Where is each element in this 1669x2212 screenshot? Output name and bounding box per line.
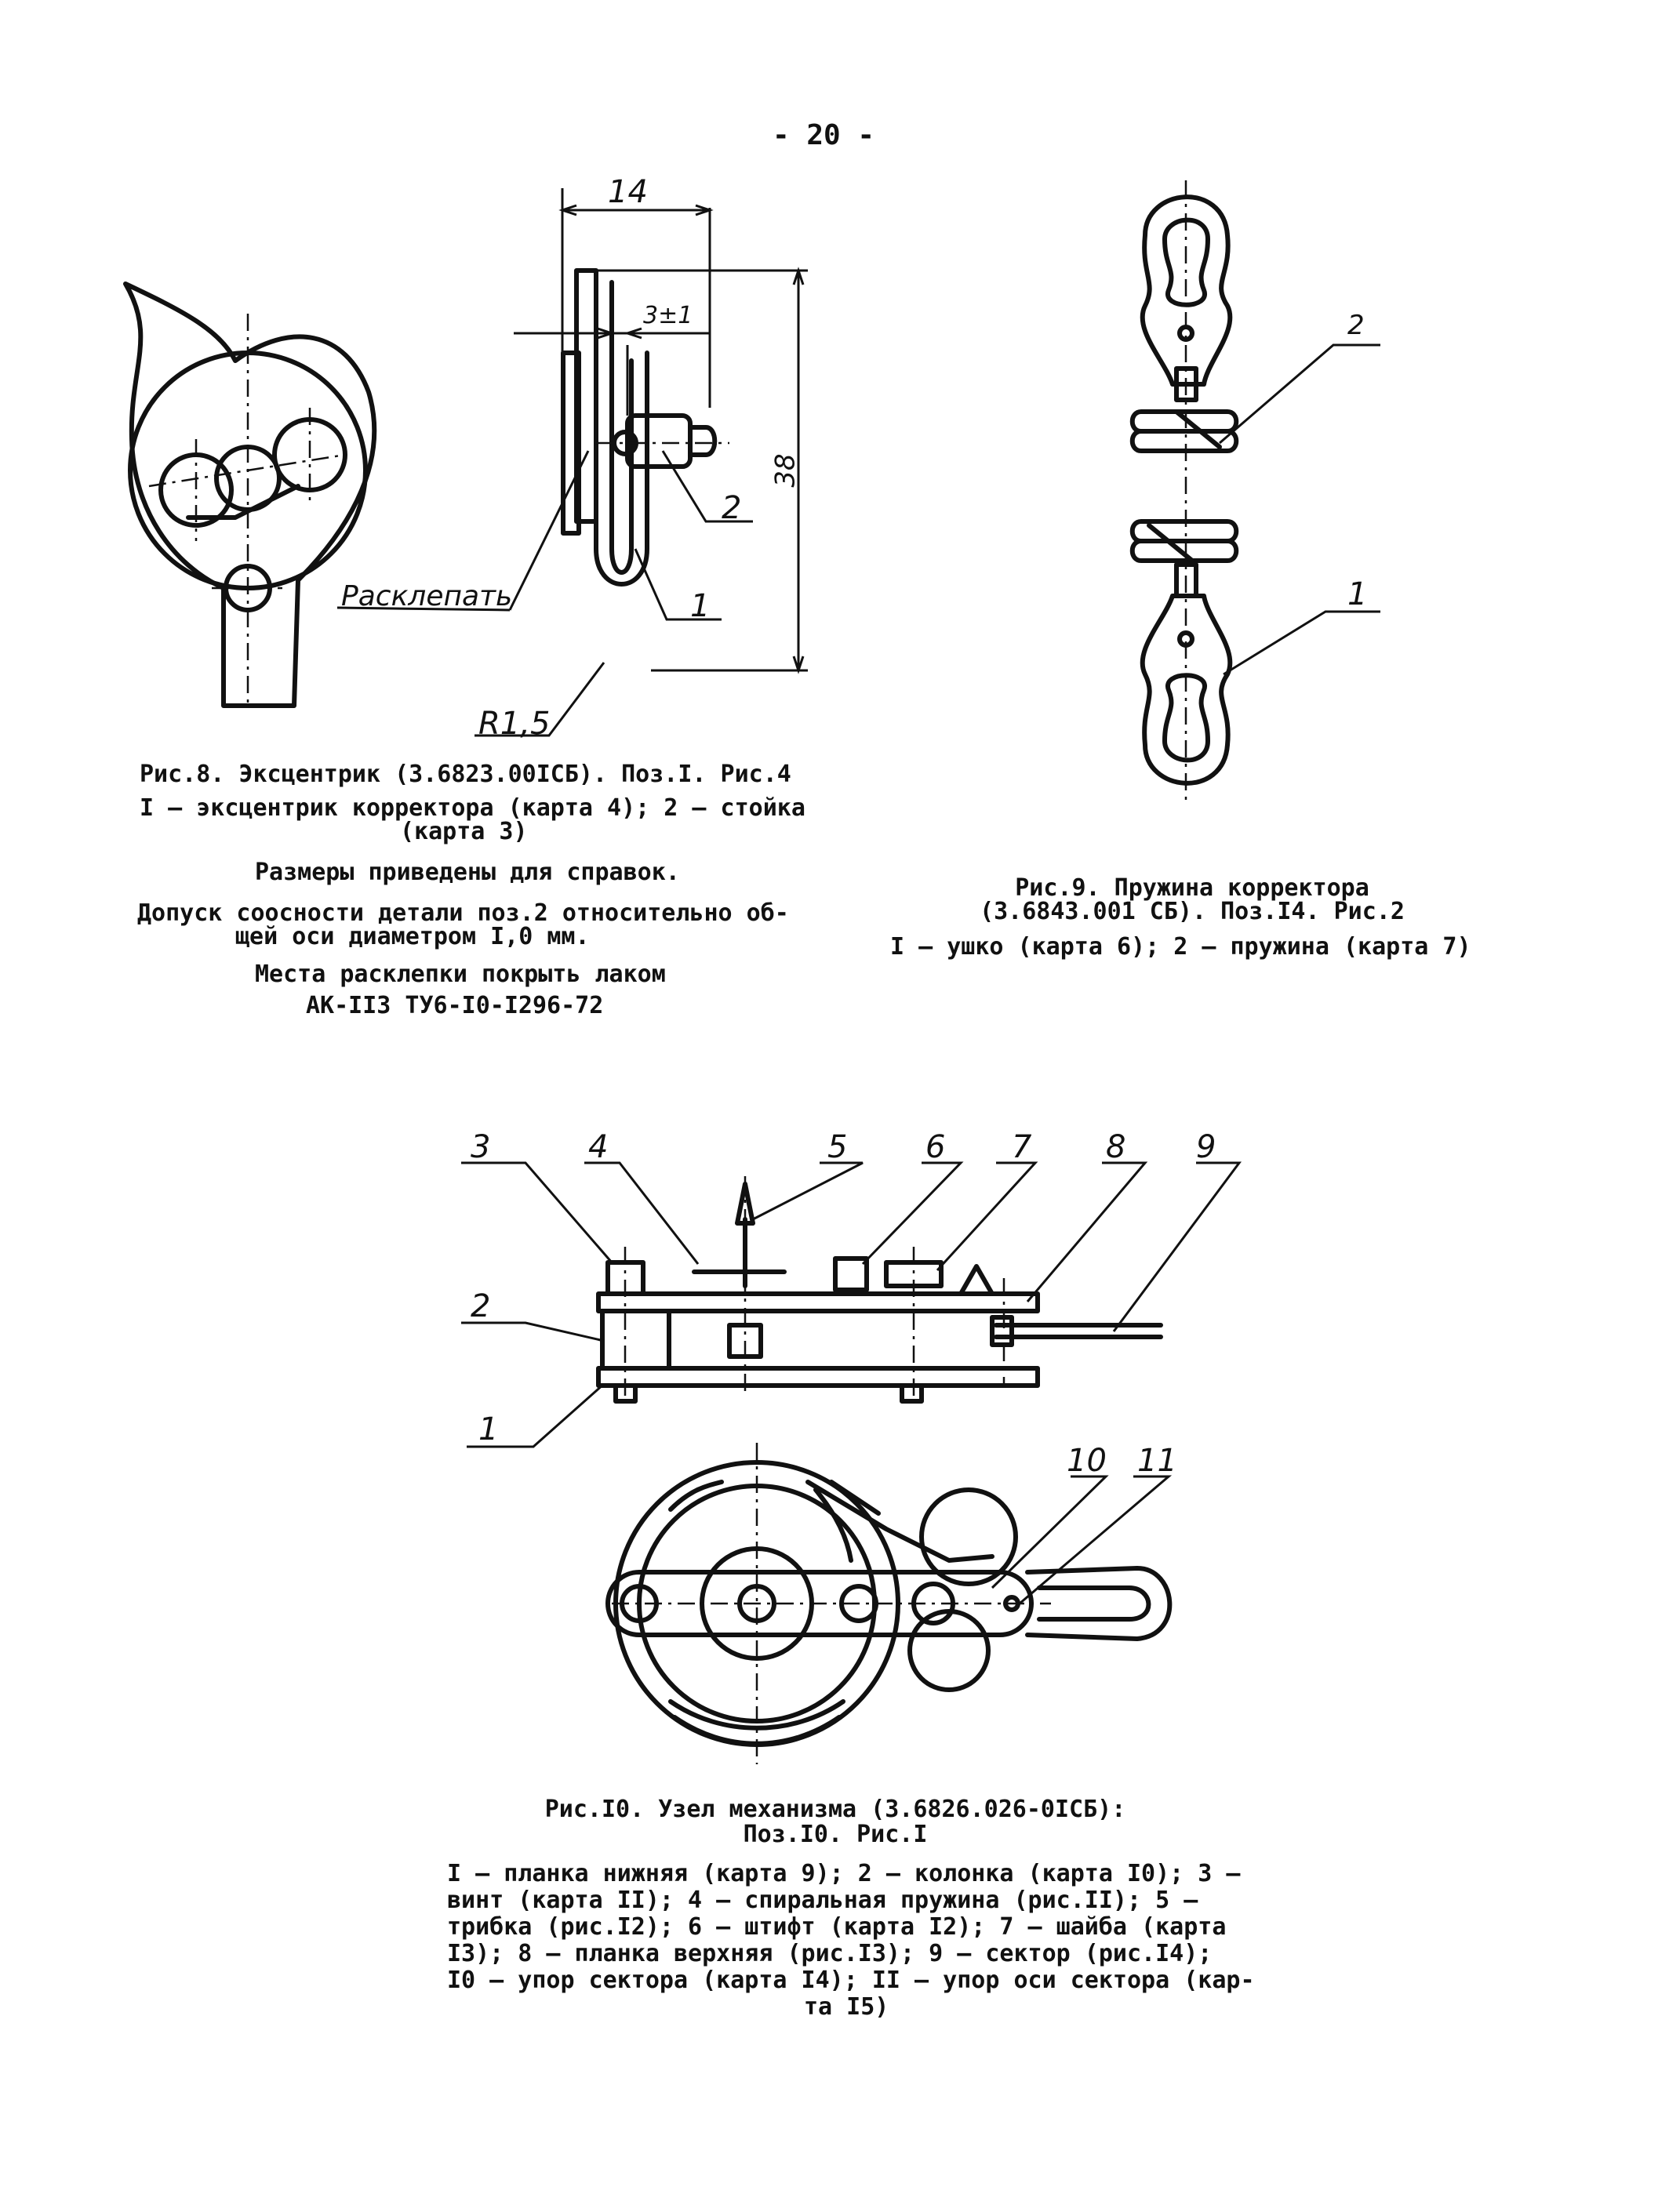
fig10-caption-line1: Рис.I0. Узел механизма (3.6826.026-0IСБ)… xyxy=(544,1796,1126,1823)
fig8-caption-title: Рис.8. Эксцентрик (3.6823.00IСБ). Поз.I.… xyxy=(140,761,791,788)
fig10-legend-line2: винт (карта II); 4 – спиральная пружина … xyxy=(447,1887,1198,1914)
fig8-note-lacquer-2: АК-II3 ТУ6-I0-I296-72 xyxy=(306,992,604,1019)
fig10-legend-line1: I – планка нижняя (карта 9); 2 – колонка… xyxy=(447,1860,1241,1887)
fig9-caption-line2: (3.6843.001 СБ). Поз.I4. Рис.2 xyxy=(980,898,1405,925)
fig9-legend: I – ушко (карта 6); 2 – пружина (карта 7… xyxy=(890,933,1471,961)
fig10-legend-line3: трибка (рис.I2); 6 – штифт (карта I2); 7… xyxy=(447,1913,1227,1941)
fig10-callout-4: 4 xyxy=(588,1129,609,1165)
fig8-callout-2: 2 xyxy=(722,490,742,526)
fig8-legend-line1: I – эксцентрик корректора (карта 4); 2 –… xyxy=(140,794,805,822)
fig10-callout-2: 2 xyxy=(471,1288,491,1324)
page-number: - 20 - xyxy=(773,119,875,151)
fig10-callout-7: 7 xyxy=(1012,1129,1032,1165)
fig10-callout-9: 9 xyxy=(1196,1129,1216,1165)
fig8-note-tolerance-1: Допуск соосности детали поз.2 относитель… xyxy=(137,899,789,927)
fig10-callout-6: 6 xyxy=(925,1129,946,1165)
fig10-callout-11: 11 xyxy=(1137,1443,1177,1479)
fig9-caption-line1: Рис.9. Пружина корректора xyxy=(1015,874,1369,902)
fig9-callout-2: 2 xyxy=(1347,310,1365,341)
fig8-dim-14: 14 xyxy=(608,174,648,210)
fig10-callout-3: 3 xyxy=(471,1129,491,1165)
fig10-callout-1: 1 xyxy=(478,1411,499,1447)
fig8-legend-line2: (карта 3) xyxy=(400,818,528,845)
fig10-callout-8: 8 xyxy=(1106,1129,1126,1165)
fig8-note-tolerance-2: щей оси диаметром I,0 мм. xyxy=(235,923,590,950)
fig10-legend-line4: I3); 8 – планка верхняя (рис.I3); 9 – се… xyxy=(447,1940,1213,1967)
fig8-dim-3: 3±1 xyxy=(643,302,693,329)
fig10-legend-line6: та I5) xyxy=(804,1993,889,2021)
fig8-dim-radius: R1,5 xyxy=(478,706,551,742)
fig10-callout-10: 10 xyxy=(1067,1443,1107,1479)
fig10-caption-line2: Поз.I0. Рис.I xyxy=(743,1821,928,1848)
fig10-legend-line5: I0 – упор сектора (карта I4); II – упор … xyxy=(447,1967,1255,1994)
fig8-note-reference: Размеры приведены для справок. xyxy=(255,859,680,886)
fig10-callout-5: 5 xyxy=(827,1129,848,1165)
fig8-callout-rivet: Расклепать xyxy=(341,580,513,612)
fig8-note-lacquer-1: Места расклепки покрыть лаком xyxy=(255,961,666,988)
fig9-callout-1: 1 xyxy=(1347,576,1368,612)
fig8-callout-1: 1 xyxy=(690,588,711,624)
